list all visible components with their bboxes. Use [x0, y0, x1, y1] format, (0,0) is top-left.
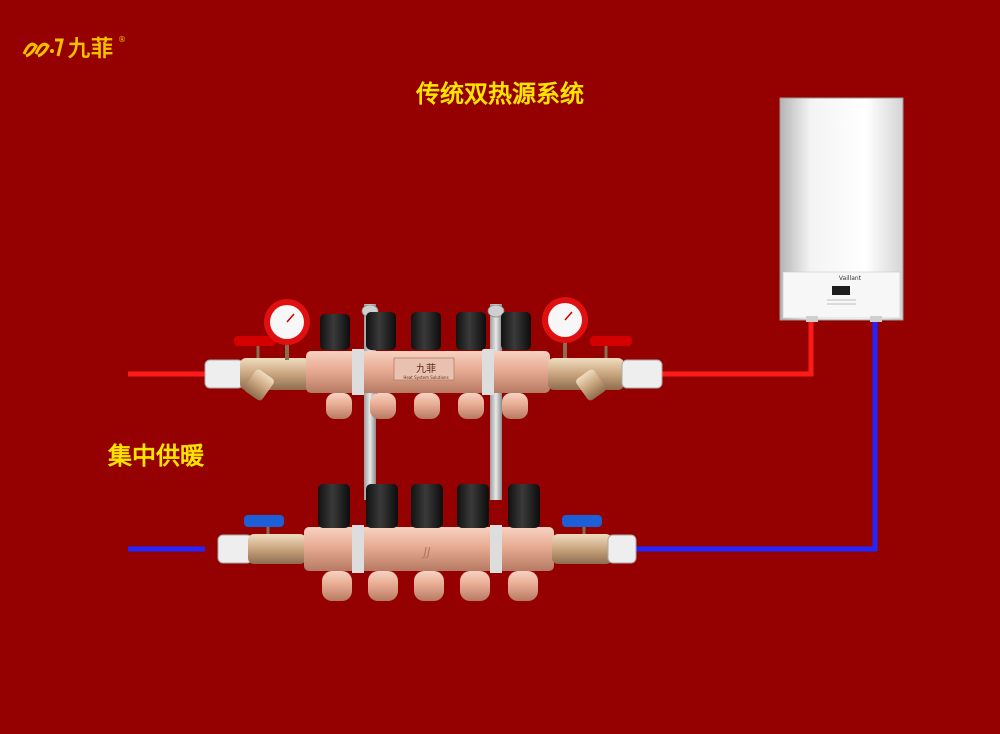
supply-manifold: 九菲 Heat System Solutions [204, 297, 663, 419]
wall-boiler: Vaillant [779, 97, 904, 322]
supply-actuators [320, 312, 531, 350]
return-ball-valve-handle-right [562, 515, 602, 527]
return-manifold: JJ [217, 484, 637, 601]
boiler-display [832, 286, 850, 295]
boiler-brand-label: Vaillant [839, 275, 862, 282]
return-manifold-logo-mark: JJ [421, 545, 431, 559]
manifold-nameplate [393, 357, 455, 381]
return-outlets [322, 571, 538, 601]
supply-ball-valve-handle-right [590, 336, 632, 346]
supply-ball-valve-handle-left [234, 336, 276, 346]
manifold-nameplate-subtext: Heat System Solutions [403, 375, 448, 380]
supply-outlets [326, 393, 528, 419]
return-ball-valve-handle-left [244, 515, 284, 527]
diagram-title: 传统双热源系统 [416, 80, 584, 108]
central-heating-label: 集中供暖 [108, 442, 204, 470]
brand-logo: 九菲 ® [22, 34, 127, 62]
supply-pipe [128, 318, 814, 377]
return-actuators [318, 484, 540, 528]
brand-name: 九菲 [68, 37, 115, 62]
manifold-nameplate-text: 九菲 [416, 363, 436, 375]
return-pipe [128, 318, 878, 552]
logo-mark-icon [22, 38, 64, 58]
registered-mark: ® [118, 34, 127, 44]
